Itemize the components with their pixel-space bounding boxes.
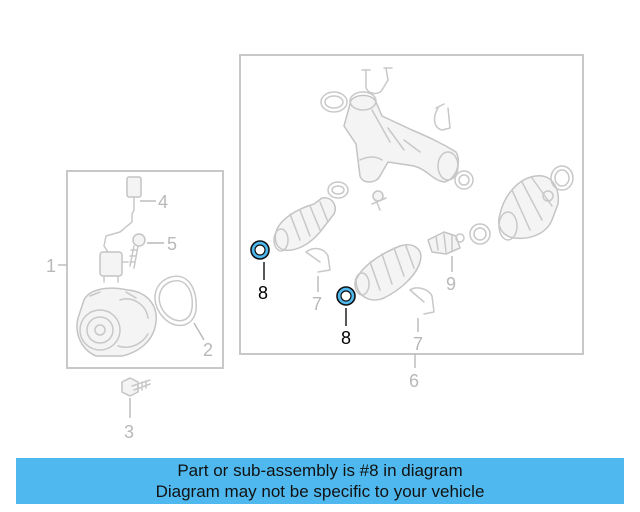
oring-right-part <box>550 165 574 191</box>
bolt-3-part <box>121 377 151 397</box>
clip-7a-part <box>305 247 331 273</box>
leader-2 <box>193 322 205 341</box>
sensor-9-part <box>427 231 465 255</box>
highlighted-part-8-upper[interactable] <box>250 240 270 260</box>
water-pump-frame <box>66 170 224 369</box>
highlighted-part-8-lower[interactable] <box>336 286 356 306</box>
callout-2: 2 <box>203 340 213 360</box>
callout-9: 9 <box>446 274 456 294</box>
oring-large-part <box>320 91 348 113</box>
clip-right-part <box>433 103 451 131</box>
info-banner: Part or sub-assembly is #8 in diagram Di… <box>16 458 624 504</box>
sensor-part <box>99 176 142 283</box>
hose-lower-part <box>354 244 422 301</box>
oring-small-part <box>454 170 474 190</box>
callout-7b: 7 <box>413 334 423 354</box>
thermostat-housing-frame <box>239 54 584 355</box>
callout-1: 1 <box>46 256 56 276</box>
callout-8-lower: 8 <box>341 328 351 348</box>
clip-7b-part <box>409 287 435 315</box>
pipe-tee-part <box>343 91 460 183</box>
bolt-5-part <box>129 233 146 269</box>
callout-5: 5 <box>167 234 177 254</box>
oring-mid-part <box>327 181 349 199</box>
banner-line-2: Diagram may not be specific to your vehi… <box>155 482 485 501</box>
gasket-2-part <box>154 275 197 327</box>
callout-3: 3 <box>124 422 134 442</box>
clip-top-part <box>361 67 393 95</box>
callout-6: 6 <box>409 371 419 391</box>
oring-9-part <box>469 223 491 245</box>
hose-upper-part <box>273 197 336 252</box>
callout-4: 4 <box>158 192 168 212</box>
elbow-housing-part <box>498 175 560 241</box>
callout-8-upper: 8 <box>258 283 268 303</box>
bolt-small-part <box>371 190 387 211</box>
callout-7a: 7 <box>312 294 322 314</box>
banner-line-1: Part or sub-assembly is #8 in diagram <box>177 461 463 480</box>
water-pump-part <box>76 287 157 357</box>
